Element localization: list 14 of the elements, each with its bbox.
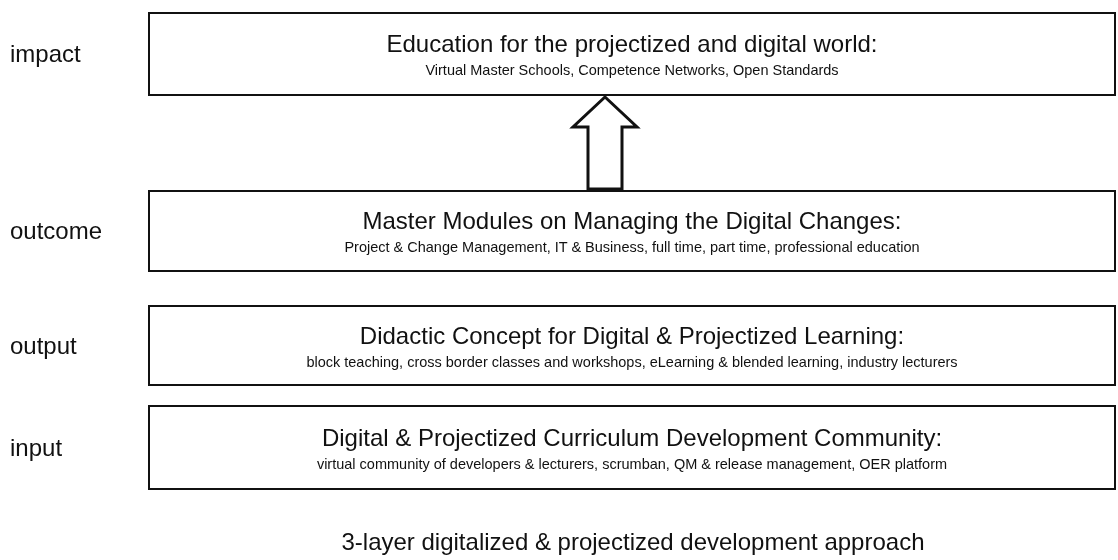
caption: 3-layer digitalized & projectized development approach — [340, 528, 926, 556]
layer-heading: Didactic Concept for Digital & Projectized Learning: — [359, 321, 905, 350]
layer-label: impact — [10, 40, 81, 68]
hollow-arrow — [569, 94, 641, 191]
layer-label: output — [10, 331, 77, 360]
layer-heading: Master Modules on Managing the Digital Changes: — [362, 207, 902, 235]
layer-heading: Digital & Projectized Curriculum Development Community: — [321, 423, 943, 452]
layer-label: input — [10, 433, 63, 462]
layer-label: outcome — [10, 217, 103, 245]
layer-description: Project & Change Management, IT & Business, full time, part time, professional education — [344, 239, 920, 255]
layer-description: Virtual Master Schools, Competence Networks, Open Standards — [425, 62, 839, 78]
layer-description: block teaching, cross border classes and workshops, eLearning & blended learning, industry lecturers — [306, 353, 958, 370]
layer-description: virtual community of developers & lecturers, scrumban, QM & release management, OER platform — [316, 455, 948, 472]
layer-heading: Education for the projectized and digital world: — [386, 30, 878, 58]
